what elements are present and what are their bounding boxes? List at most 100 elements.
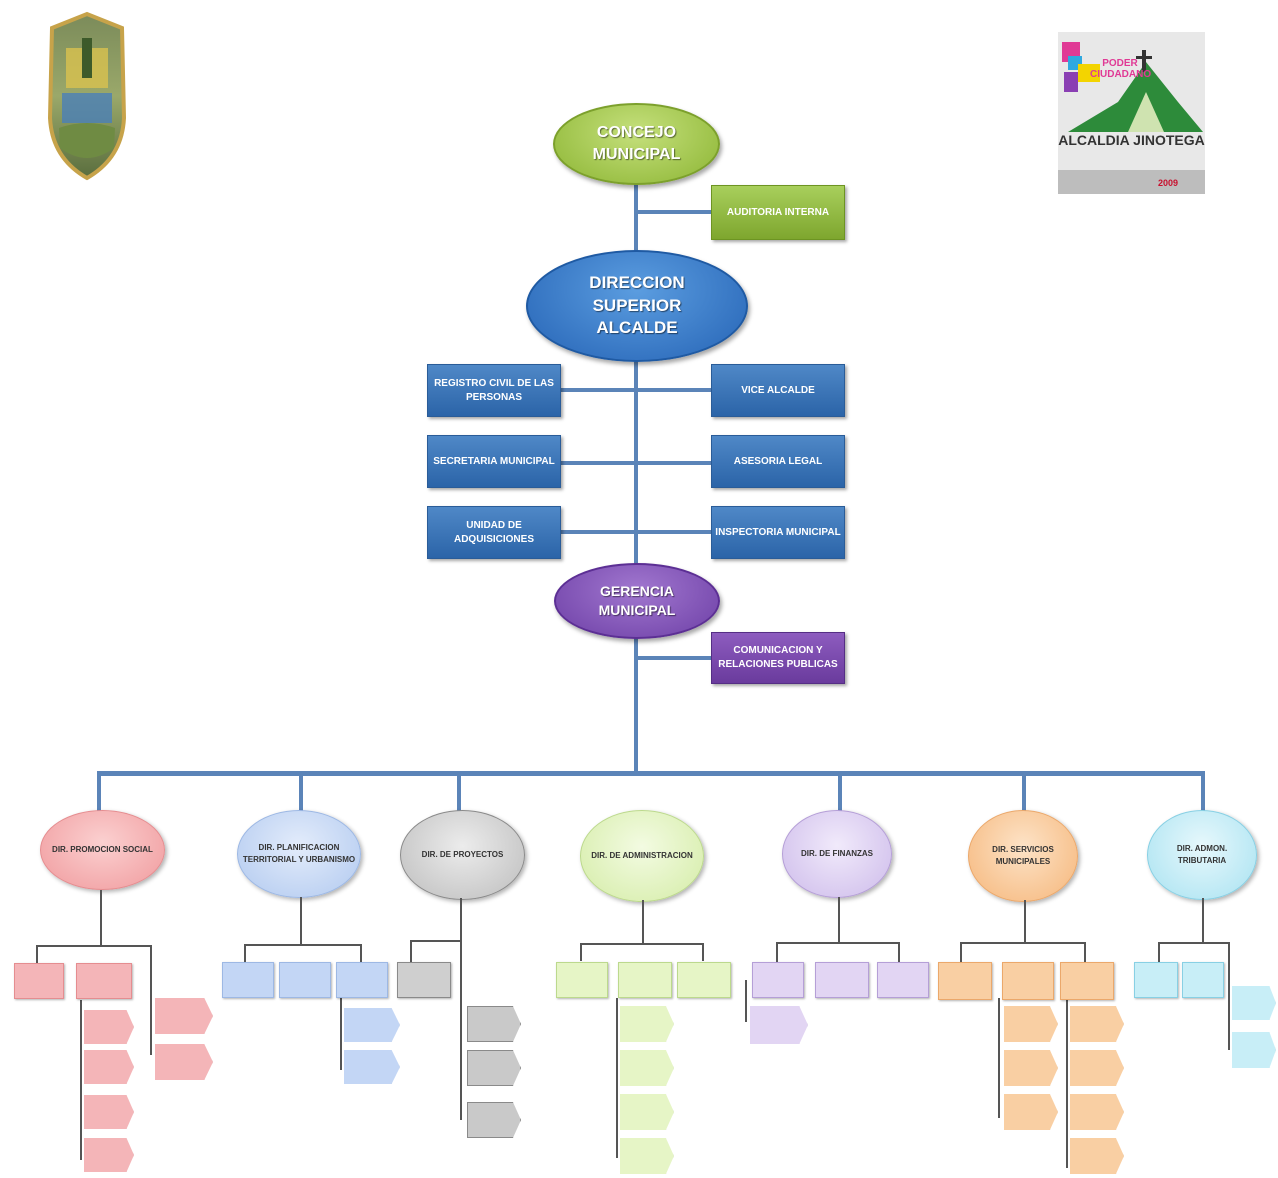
directions-bus-line [97, 771, 1205, 776]
dir-admon-tributaria: DIR. ADMON. TRIBUTARIA [1147, 810, 1257, 900]
sub-unit-box [1002, 962, 1054, 1000]
tree-line [340, 998, 342, 1070]
alcaldia-logo: 2009 PODER CIUDADANO ALCALDIA JINOTEGA [1058, 32, 1205, 194]
tree-line [410, 940, 462, 942]
comunicacion-box: COMUNICACION Y RELACIONES PUBLICAS [711, 632, 845, 684]
tree-line [36, 945, 38, 963]
tree-line [580, 943, 704, 945]
connector-auditoria [638, 210, 712, 214]
tree-line [360, 944, 362, 962]
tree-line [616, 998, 618, 1158]
logo-badge-text: PODER CIUDADANO [1090, 58, 1152, 80]
tree-line [244, 944, 362, 946]
inspectoria-box: INSPECTORIA MUNICIPAL [711, 506, 845, 559]
dir-finanzas: DIR. DE FINANZAS [782, 810, 892, 898]
connector-row-2 [560, 461, 712, 465]
tree-line [998, 998, 1000, 1118]
tree-line [776, 942, 900, 944]
tree-line [150, 945, 152, 1055]
sub-unit-box [467, 1102, 521, 1138]
tree-line [960, 942, 1086, 944]
dir-promocion-social: DIR. PROMOCION SOCIAL [40, 810, 165, 890]
tree-line [642, 900, 644, 944]
sub-unit-box [397, 962, 451, 998]
logo-text: ALCALDIA JINOTEGA [1058, 132, 1205, 148]
sub-unit-box [1182, 962, 1224, 998]
main-spine-line [634, 180, 638, 774]
concejo-municipal-node: CONCEJO MUNICIPAL [553, 103, 720, 185]
sub-unit-box [76, 963, 132, 999]
drop-6 [1022, 771, 1026, 813]
tree-line [702, 943, 704, 961]
sub-unit-box [84, 1050, 134, 1084]
concejo-line-1: CONCEJO [596, 124, 677, 142]
sub-unit-box [1060, 962, 1114, 1000]
svg-text:2009: 2009 [1158, 178, 1178, 188]
sub-unit-box [467, 1050, 521, 1086]
page-title [300, 0, 920, 10]
tree-line [410, 940, 412, 962]
tree-line [1024, 900, 1026, 942]
sub-unit-box [344, 1008, 400, 1042]
tree-line [580, 943, 582, 961]
sub-unit-box [815, 962, 869, 998]
sub-unit-box [344, 1050, 400, 1084]
asesoria-legal-box: ASESORIA LEGAL [711, 435, 845, 488]
tree-line [460, 898, 462, 1120]
coat-of-arms-icon [47, 11, 127, 181]
dir-administracion: DIR. DE ADMINISTRACION [580, 810, 704, 902]
dir-planificacion: DIR. PLANIFICACION TERRITORIAL Y URBANIS… [237, 810, 361, 898]
sub-unit-box [620, 1138, 674, 1174]
tree-line [960, 942, 962, 962]
direccion-line-2: SUPERIOR [592, 295, 682, 315]
tree-line [300, 897, 302, 945]
sub-unit-box [877, 962, 929, 998]
connector-row-1 [560, 388, 712, 392]
tree-line [36, 945, 152, 947]
connector-comunicacion [638, 656, 712, 660]
sub-unit-box [84, 1138, 134, 1172]
sub-unit-box [467, 1006, 521, 1042]
tree-line [244, 944, 246, 962]
gerencia-line-2: MUNICIPAL [598, 602, 676, 618]
sub-unit-box [620, 1094, 674, 1130]
tree-line [1202, 898, 1204, 942]
tree-line [838, 897, 840, 943]
sub-unit-box [84, 1010, 134, 1044]
concejo-line-2: MUNICIPAL [592, 146, 681, 163]
tree-line [80, 1000, 82, 1160]
sub-unit-box [1070, 1050, 1124, 1086]
sub-unit-box [620, 1006, 674, 1042]
tree-line [1158, 942, 1160, 962]
sub-unit-box [84, 1095, 134, 1129]
sub-unit-box [1004, 1050, 1058, 1086]
sub-unit-box [1232, 1032, 1276, 1068]
sub-unit-box [1232, 986, 1276, 1020]
tree-line [1084, 942, 1086, 962]
sub-unit-box [155, 1044, 213, 1080]
sub-unit-box [1134, 962, 1178, 998]
sub-unit-box [1070, 1006, 1124, 1042]
registro-civil-box: REGISTRO CIVIL DE LAS PERSONAS [427, 364, 561, 417]
dir-proyectos: DIR. DE PROYECTOS [400, 810, 525, 900]
sub-unit-box [14, 963, 64, 999]
sub-unit-box [752, 962, 804, 998]
sub-unit-box [750, 1006, 808, 1044]
secretaria-box: SECRETARIA MUNICIPAL [427, 435, 561, 488]
gerencia-line-1: GERENCIA [600, 583, 674, 600]
sub-unit-box [620, 1050, 674, 1086]
tree-line [745, 980, 747, 1022]
sub-unit-box [1070, 1094, 1124, 1130]
dir-servicios-municipales: DIR. SERVICIOS MUNICIPALES [968, 810, 1078, 902]
adquisiciones-box: UNIDAD DE ADQUISICIONES [427, 506, 561, 559]
auditoria-interna-box: AUDITORIA INTERNA [711, 185, 845, 240]
direccion-line-3: ALCALDE [596, 318, 678, 338]
sub-unit-box [556, 962, 608, 998]
sub-unit-box [279, 962, 331, 998]
drop-5 [838, 771, 842, 813]
gerencia-municipal-node: GERENCIA MUNICIPAL [554, 563, 720, 639]
sub-unit-box [336, 962, 388, 998]
sub-unit-box [618, 962, 672, 998]
sub-unit-box [1070, 1138, 1124, 1174]
